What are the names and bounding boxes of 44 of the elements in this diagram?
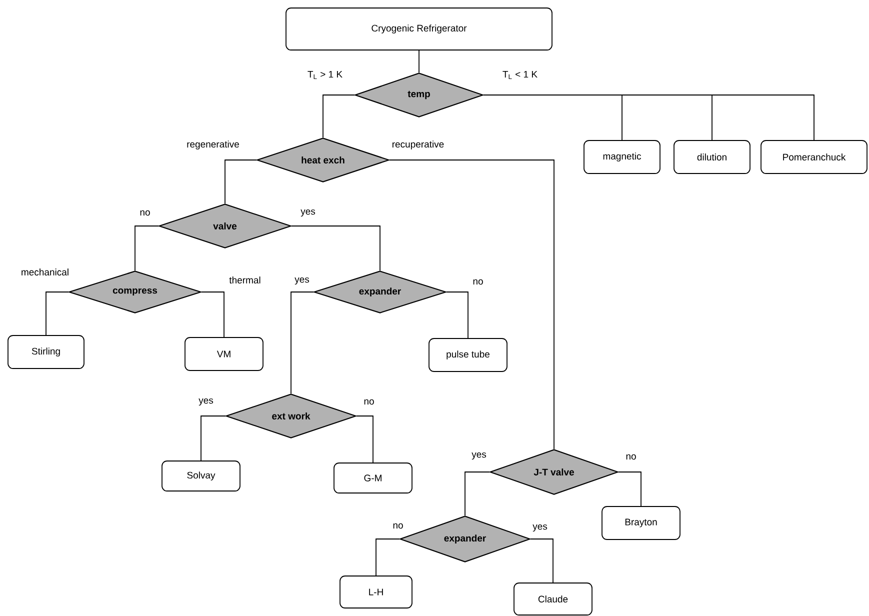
process-box: dilution: [674, 140, 750, 174]
process-box: Cryogenic Refrigerator: [286, 8, 552, 50]
edge-label: no: [473, 279, 483, 285]
edge-label: yes: [294, 277, 310, 285]
connector-line: [389, 160, 554, 450]
connector-line: [618, 472, 642, 506]
process-box: Pomeranchuck: [760, 140, 868, 174]
connector-line: [224, 160, 257, 204]
edge-label: yes: [532, 524, 548, 532]
process-box: G-M: [334, 462, 412, 494]
connector-line: [356, 416, 374, 463]
connector-line: [376, 538, 400, 576]
connector-line: [464, 472, 490, 516]
edge-label: yes: [198, 398, 214, 406]
process-box: pulse tube: [428, 338, 508, 372]
edge-label: thermal: [229, 276, 260, 284]
edge-label: no: [140, 210, 150, 216]
edge-label: yes: [472, 452, 486, 460]
connector-line: [446, 292, 468, 338]
edge-label: no: [364, 399, 374, 405]
process-box: Brayton: [602, 506, 680, 540]
connector-line: [134, 226, 159, 271]
process-box: VM: [184, 337, 264, 371]
connector-line: [322, 94, 355, 138]
edge-label: recuperative: [392, 140, 444, 150]
edge-label: no: [626, 454, 636, 460]
edge-label: yes: [300, 209, 316, 217]
connector-line: [418, 50, 420, 73]
connector-line: [46, 292, 69, 336]
process-box: magnetic: [584, 140, 660, 174]
edge-label: mechanical: [22, 268, 68, 276]
process-box: Stirling: [8, 335, 84, 369]
process-box: L-H: [340, 576, 412, 608]
edge-label: regenerative: [187, 140, 239, 150]
connector-line: [290, 292, 314, 394]
process-box: Claude: [514, 582, 592, 616]
connector-line: [483, 94, 814, 140]
connector-line: [530, 538, 554, 583]
process-box: Solvay: [162, 460, 240, 492]
connector-line: [201, 292, 224, 338]
edge-label: T$_{L}$ < 1 K: [502, 71, 538, 79]
connector-line: [200, 416, 226, 461]
edge-label: T$_{L}$ > 1 K: [308, 71, 342, 79]
connector-line: [291, 226, 380, 271]
